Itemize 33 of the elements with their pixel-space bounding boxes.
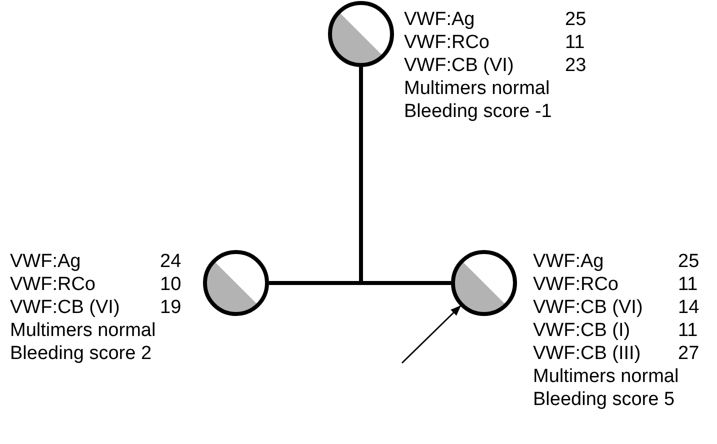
female-symbol bbox=[327, 0, 395, 68]
measurement-label: VWF:CB (VI) bbox=[404, 54, 514, 77]
note-text: Multimers normal bbox=[10, 319, 156, 342]
measurement-label: VWF:Ag bbox=[10, 250, 81, 273]
measurement-label: VWF:Ag bbox=[404, 8, 475, 31]
measurement-value: 10 bbox=[160, 273, 182, 296]
pedigree-line bbox=[359, 67, 451, 285]
female-symbol bbox=[450, 249, 518, 317]
measurement-value: 23 bbox=[565, 54, 586, 77]
measurement-value: 19 bbox=[160, 296, 182, 319]
measurement-label: VWF:CB (VI) bbox=[10, 296, 120, 319]
measurement-label: VWF:RCo bbox=[533, 273, 618, 296]
note-text: Bleeding score -1 bbox=[404, 100, 552, 123]
note-text: Multimers normal bbox=[533, 365, 679, 388]
measurement-label: VWF:Ag bbox=[533, 250, 604, 273]
measurement-label: VWF:CB (I) bbox=[533, 319, 630, 342]
note-text: Bleeding score 5 bbox=[533, 388, 675, 411]
measurement-value: 27 bbox=[678, 342, 700, 365]
measurement-label: VWF:CB (III) bbox=[533, 342, 641, 365]
note-text: Multimers normal bbox=[404, 77, 550, 100]
measurement-value: 11 bbox=[678, 273, 698, 296]
note-text: Bleeding score 2 bbox=[10, 342, 152, 365]
measurement-value: 14 bbox=[678, 296, 700, 319]
measurement-value: 25 bbox=[565, 8, 586, 31]
measurement-value: 24 bbox=[160, 250, 182, 273]
measurement-value: 25 bbox=[678, 250, 700, 273]
measurement-value: 11 bbox=[678, 319, 698, 342]
measurement-label: VWF:RCo bbox=[10, 273, 96, 296]
measurement-label: VWF:CB (VI) bbox=[533, 296, 643, 319]
measurement-label: VWF:RCo bbox=[404, 31, 490, 54]
measurement-value: 11 bbox=[565, 31, 585, 54]
female-symbol bbox=[202, 249, 270, 317]
pointer-arrow bbox=[401, 305, 461, 364]
